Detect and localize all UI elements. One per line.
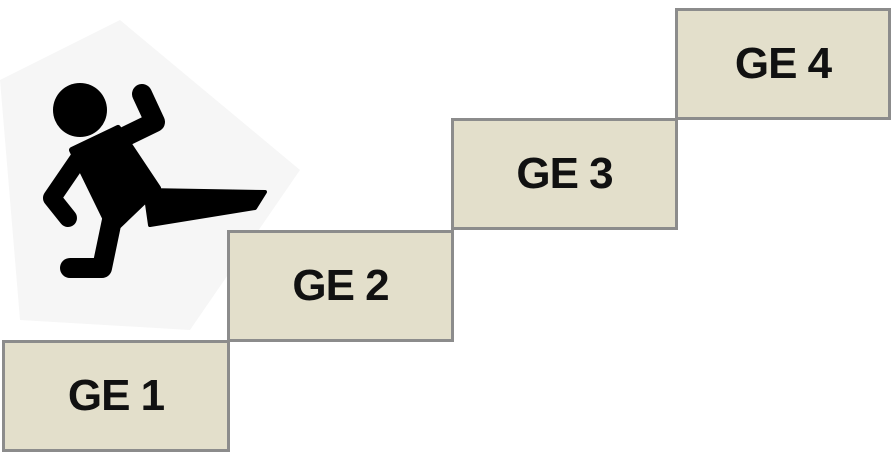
step-label: GE 4 bbox=[734, 39, 832, 88]
step-label: GE 3 bbox=[516, 149, 613, 198]
runner-kicking-leg bbox=[143, 188, 267, 227]
runner-right-arm bbox=[108, 84, 165, 150]
runner-planted-leg bbox=[60, 210, 122, 278]
step-label: GE 1 bbox=[67, 371, 165, 420]
runner-left-arm bbox=[43, 151, 87, 227]
runner-silhouette bbox=[43, 83, 267, 278]
runner-torso bbox=[69, 125, 161, 235]
step-ge-1: GE 1 bbox=[2, 340, 230, 452]
step-label: GE 2 bbox=[292, 261, 389, 310]
step-ge-2: GE 2 bbox=[227, 230, 454, 342]
step-ge-4: GE 4 bbox=[675, 8, 891, 120]
running-person-icon bbox=[0, 20, 300, 330]
step-ge-3: GE 3 bbox=[451, 118, 678, 230]
runner-head bbox=[53, 83, 107, 137]
